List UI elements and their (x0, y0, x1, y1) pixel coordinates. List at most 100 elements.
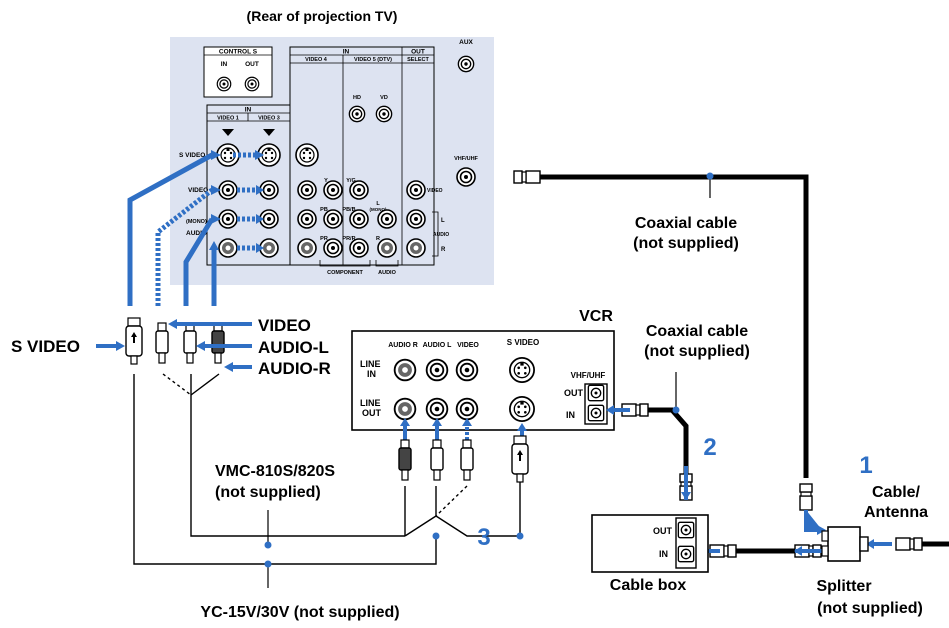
vcr-line-in-audio-r-jack (393, 358, 417, 382)
vcr-audio-l-label: AUDIO L (423, 342, 453, 349)
vcr-title: VCR (579, 308, 613, 325)
coax-cable-1-line2: (not supplied) (633, 235, 739, 252)
select-label: SELECT (407, 57, 429, 63)
vcr-out-arrows (400, 405, 892, 556)
tv-vhf-uhf-label: VHF/UHF (454, 156, 478, 162)
audio-l-callout: AUDIO-L (258, 338, 329, 357)
tv-video1-audio-l-jack (218, 209, 238, 229)
vcr-video-label: VIDEO (457, 342, 479, 349)
video1-label: VIDEO 1 (217, 116, 239, 122)
l-label: L (376, 201, 380, 207)
coax-cable-2-line1: Coaxial cable (646, 323, 748, 340)
out-video-jack (406, 180, 426, 200)
tv-s-video-label: S VIDEO (179, 152, 205, 159)
vmc-label-line1: VMC-810S/820S (215, 463, 335, 480)
vcr-line-out-video-jack (455, 397, 479, 421)
component-prr-jack (349, 238, 369, 258)
cable-box-in-jack (677, 545, 695, 563)
tv-rear-panel: CONTROL S IN OUT IN OUT VIDEO 4 VIDEO 5 … (170, 37, 494, 285)
control-s-out-label: OUT (245, 61, 259, 68)
video-callout: VIDEO (258, 316, 311, 335)
tv-connection-arrows (127, 150, 264, 306)
out-l-label: L (441, 218, 445, 224)
s-video-plug (125, 317, 143, 365)
vcr-line-out-audio-l-jack (425, 397, 449, 421)
in-sub-label: IN (245, 107, 252, 114)
vcr-out-label: OUT (564, 388, 584, 398)
out-audio-label: AUDIO (433, 232, 449, 238)
vcr-s-video-out-jack (509, 396, 535, 422)
antenna-coax-plug (895, 537, 923, 551)
vd-label: VD (380, 95, 388, 101)
video5-label: VIDEO 5 (DTV) (354, 57, 392, 63)
vcr-line-in-video-jack (455, 358, 479, 382)
component-pr-jack (323, 238, 343, 258)
vcr-coax-in-jack (587, 404, 605, 422)
vcr-audio-r-plug (398, 439, 412, 481)
aux-label: AUX (459, 39, 473, 46)
vcr-line-in-audio-l-jack (425, 358, 449, 382)
splitter-label-line1: Splitter (816, 578, 871, 595)
control-s-out-jack (244, 76, 260, 92)
component-pb-jack (323, 209, 343, 229)
audio-l-plug (183, 322, 197, 364)
cable-antenna-line1: Cable/ (872, 484, 921, 501)
out-audio-r-jack (406, 238, 426, 258)
cable-box-in-label: IN (659, 549, 668, 559)
audio-r-plug (211, 322, 225, 364)
r-label: R (376, 236, 380, 242)
cable-dots (264, 172, 714, 568)
pbb-label: PB/B (342, 207, 355, 213)
cable-box: OUT IN (591, 514, 709, 573)
hd-jack (348, 105, 366, 123)
video1-marker-icon (222, 129, 234, 136)
plug-label-arrows (96, 319, 252, 372)
audio-r-callout: AUDIO-R (258, 359, 331, 378)
video3-label: VIDEO 3 (258, 116, 280, 122)
vcr-line-in-label-1: LINE (360, 359, 381, 369)
control-s-in-label: IN (221, 61, 228, 68)
pb-label: PB (320, 207, 328, 213)
tv-audio-label: AUDIO (186, 230, 207, 237)
prr-label: PR/R (342, 236, 355, 242)
audio-r-jack (377, 238, 397, 258)
vd-jack (375, 105, 393, 123)
splitter-label-line2: (not supplied) (817, 600, 923, 617)
control-s-in-jack (216, 76, 232, 92)
y-label: Y (324, 178, 328, 184)
tv-mono-label: (MONO) (186, 219, 207, 225)
vcr-line-out-label-2: OUT (362, 408, 382, 418)
tv-coax-plug (513, 170, 541, 184)
out-r-label: R (441, 247, 446, 253)
aux-jack (457, 55, 475, 73)
cable-box-out-jack (677, 521, 695, 539)
s-video-callout: S VIDEO (11, 337, 80, 356)
coax-cable-2-line2: (not supplied) (644, 343, 750, 360)
tv-video4-audio-r-jack (297, 238, 317, 258)
control-s-label: CONTROL S (219, 49, 258, 56)
tv-video4-audio-l-jack (297, 209, 317, 229)
step-3-number: 3 (477, 524, 490, 551)
tv-video1-audio-r-jack (218, 238, 238, 258)
yc-cable-label: YC-15V/30V (not supplied) (200, 604, 399, 621)
vcr-in-label: IN (566, 410, 575, 420)
component-y-jack (323, 180, 343, 200)
out-video-label: VIDEO (427, 188, 443, 194)
vcr-panel: AUDIO R AUDIO L VIDEO S VIDEO LINE IN LI… (351, 330, 615, 431)
cable-box-out-label: OUT (653, 526, 673, 536)
l-mono-label: (MONO) (370, 207, 387, 212)
vcr-s-video-in-jack (509, 357, 535, 383)
audio-bottom-label: AUDIO (378, 270, 396, 276)
vcr-coax-out-jack (587, 384, 605, 402)
in-header-label: IN (343, 49, 350, 56)
vcr-vhf-uhf-label: VHF/UHF (571, 371, 606, 380)
tv-video4-video-jack (297, 180, 317, 200)
yg-label: Y/G (346, 178, 355, 184)
vcr-video-plug (460, 439, 474, 481)
component-pbb-jack (349, 209, 369, 229)
step-2-number: 2 (703, 434, 716, 461)
diagram-title: (Rear of projection TV) (247, 8, 398, 24)
tv-video1-video-jack (218, 180, 238, 200)
vcr-s-video-label: S VIDEO (507, 338, 539, 347)
